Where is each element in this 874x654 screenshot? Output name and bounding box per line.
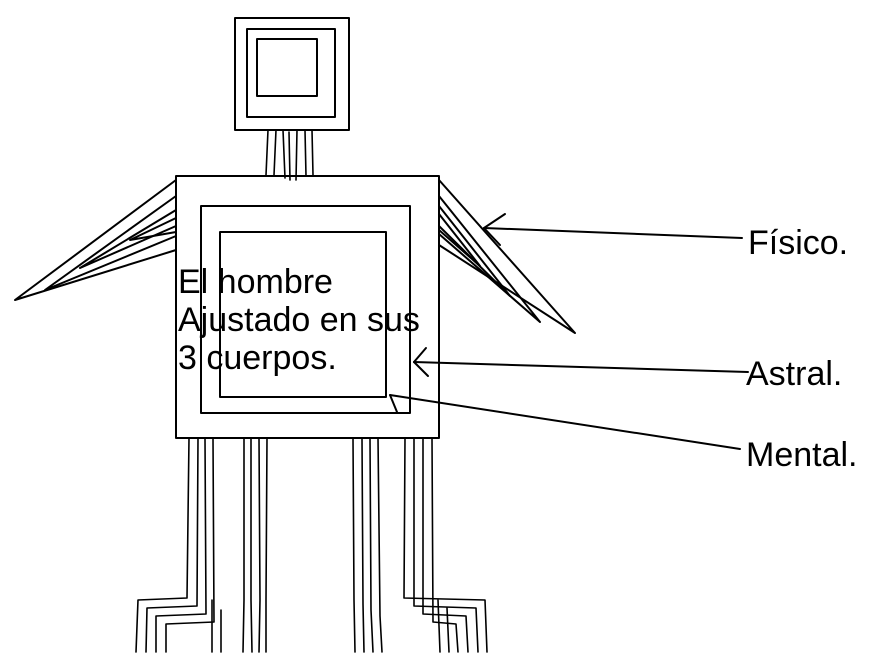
neck [265, 129, 314, 181]
right-leg [352, 437, 488, 653]
head-outer-square [234, 17, 350, 131]
head-middle-square [246, 28, 336, 118]
pointer-arrows [389, 213, 749, 450]
label-astral: Astral. [746, 355, 843, 393]
head-inner-square [256, 38, 318, 97]
head [234, 17, 350, 131]
caption-line-1: El hombre [178, 263, 333, 301]
caption-line-2: Ajustado en sus [178, 301, 420, 339]
arrow-astral [413, 347, 749, 377]
label-fisico: Físico. [748, 224, 849, 262]
label-mental: Mental. [746, 436, 858, 474]
left-arm [14, 179, 177, 301]
caption-line-3: 3 cuerpos. [178, 339, 337, 377]
body-inner-rect-mental [219, 231, 387, 398]
body-outer-rect-fisico [175, 175, 440, 439]
left-leg [135, 437, 268, 653]
arrow-mental [389, 394, 741, 450]
body-middle-rect-astral [200, 205, 411, 414]
caption-block: El hombre Ajustado en sus 3 cuerpos. [178, 263, 420, 377]
body [175, 175, 440, 439]
arrow-fisico [483, 213, 743, 246]
right-arm [438, 179, 576, 334]
